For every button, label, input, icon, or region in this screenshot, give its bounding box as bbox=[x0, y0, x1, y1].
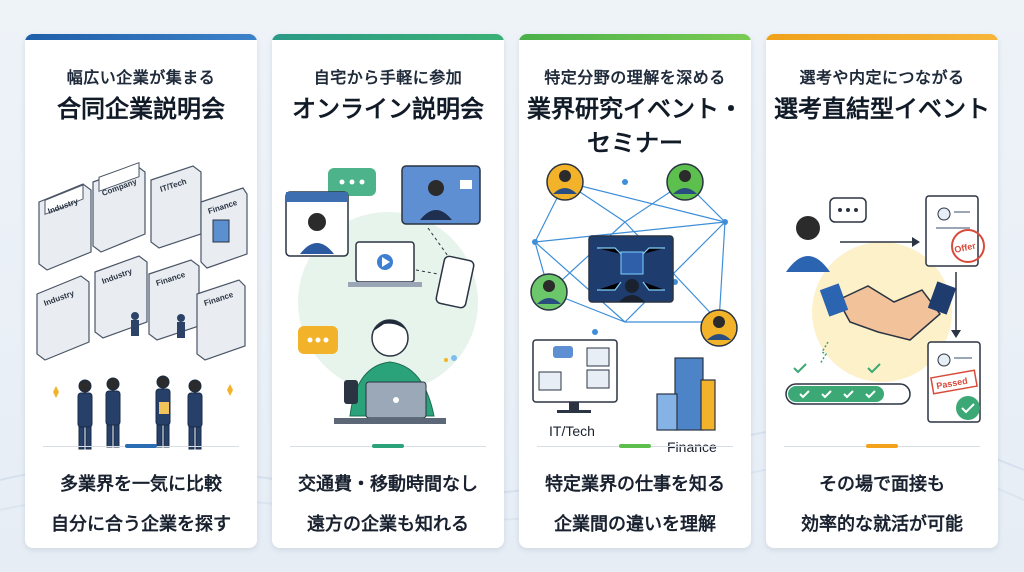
card-title: 業界研究イベント・ セミナー bbox=[523, 92, 747, 160]
card-industry-seminar: 特定分野の理解を深める 業界研究イベント・ セミナー bbox=[519, 34, 751, 548]
card-title: 選考直結型イベント bbox=[774, 95, 990, 123]
card-desc-line2: 自分に合う企業を探す bbox=[51, 514, 231, 535]
card-divider-accent bbox=[866, 444, 898, 448]
card-title: オンライン説明会 bbox=[292, 95, 484, 123]
card-desc-line2: 効率的な就活が可能 bbox=[801, 514, 963, 535]
job-fair-booths-illustration: Industry Company IT/Tech Finance Industr… bbox=[36, 162, 248, 450]
card-desc-line1: 多業界を一気に比較 bbox=[60, 474, 222, 495]
card-subtitle: 自宅から手軽に参加 bbox=[313, 68, 463, 87]
card-subtitle: 特定分野の理解を深める bbox=[544, 68, 726, 87]
card-divider-accent bbox=[619, 444, 651, 448]
card-accent-bar bbox=[519, 34, 751, 40]
card-joint-briefing: 幅広い企業が集まる 合同企業説明会 Industry Company IT/Te… bbox=[25, 34, 257, 548]
offer-stamp-label: Offer bbox=[953, 240, 977, 254]
selection-process-illustration: Offer Passed bbox=[785, 195, 985, 423]
card-divider-accent bbox=[125, 444, 157, 448]
card-online-briefing: 自宅から手軽に参加 オンライン説明会 bbox=[272, 34, 504, 548]
card-title-line1: 業界研究イベント・ bbox=[527, 95, 743, 123]
card-selection-event: 選考や内定につながる 選考直結型イベント Offer bbox=[766, 34, 998, 548]
industry-network-illustration: IT/Tech Finance bbox=[530, 163, 738, 455]
card-divider-accent bbox=[372, 444, 404, 448]
industry-label: Finance bbox=[667, 439, 717, 455]
card-accent-bar bbox=[766, 34, 998, 40]
card-accent-bar bbox=[25, 34, 257, 40]
card-subtitle: 幅広い企業が集まる bbox=[66, 68, 216, 87]
card-subtitle: 選考や内定につながる bbox=[799, 68, 965, 87]
card-desc-line1: 特定業界の仕事を知る bbox=[545, 474, 725, 495]
card-desc-line1: 交通費・移動時間なし bbox=[298, 474, 478, 495]
card-desc-line1: その場で面接も bbox=[819, 474, 945, 495]
card-title: 合同企業説明会 bbox=[57, 95, 225, 123]
online-video-call-illustration bbox=[285, 165, 481, 424]
card-title-line2: セミナー bbox=[587, 129, 683, 157]
card-accent-bar bbox=[272, 34, 504, 40]
card-desc-line2: 遠方の企業も知れる bbox=[307, 514, 469, 535]
industry-label: IT/Tech bbox=[549, 423, 595, 439]
card-desc-line2: 企業間の違いを理解 bbox=[554, 514, 716, 535]
